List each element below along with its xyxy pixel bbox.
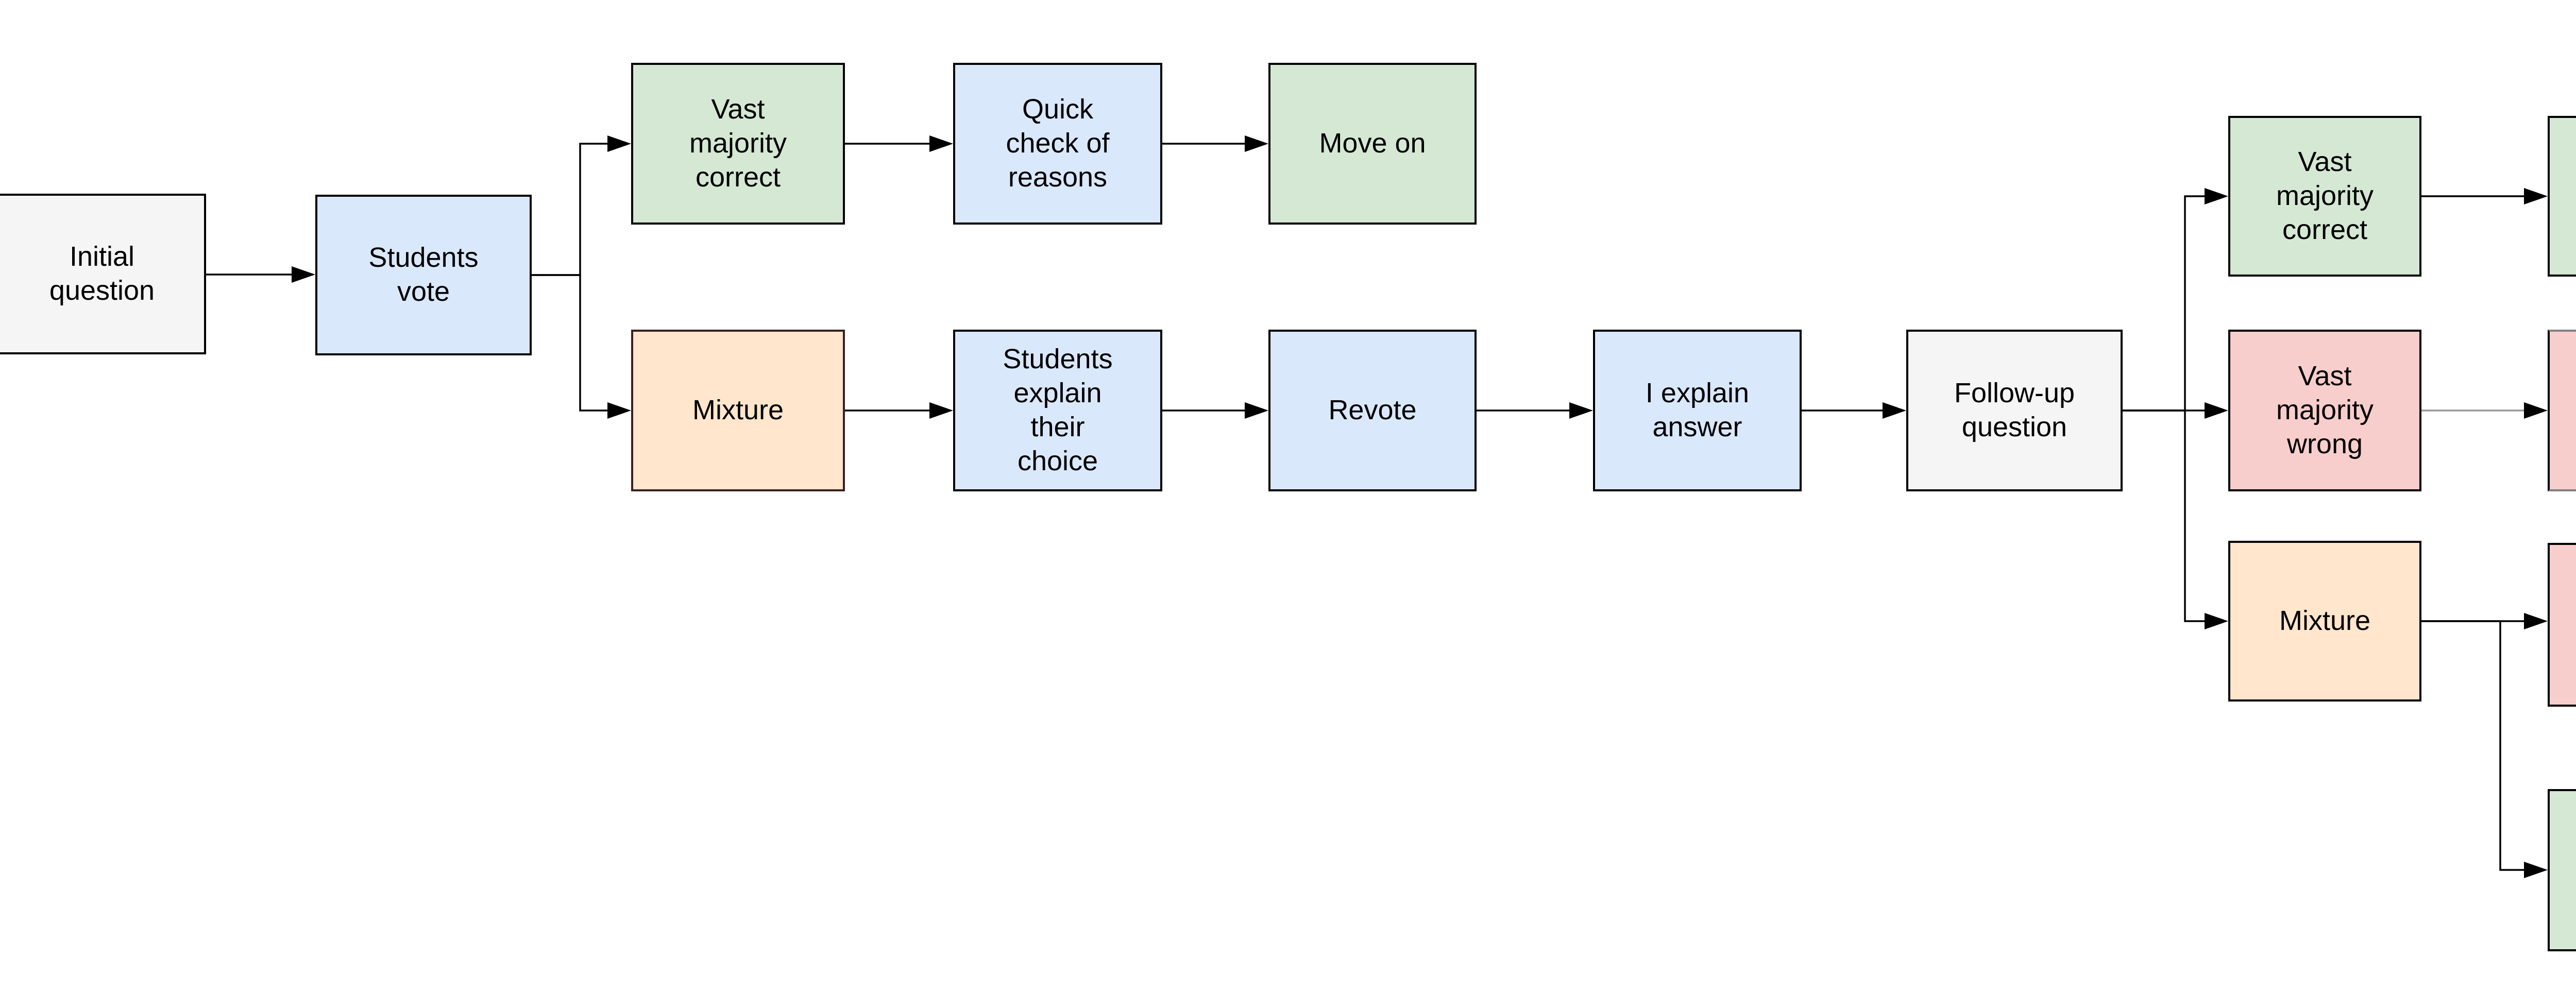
node-label: Vast majority correct — [689, 94, 787, 193]
node-quick-check-of-reasons: Quick check of reasons — [953, 63, 1162, 225]
edge-mixture2-to-extension — [2421, 620, 2527, 871]
arrowhead-vote-to-vast-majority-correct — [607, 135, 631, 152]
node-label: Move on — [1319, 128, 1426, 159]
arrowhead-explain-to-revote — [1245, 402, 1268, 419]
arrowhead-vmc-to-quick-check — [929, 135, 953, 152]
node-initial-question: Initial question — [0, 194, 206, 354]
node-students-explain-their-choice: Students explain their choice — [953, 330, 1162, 491]
node-vast-majority-wrong: Vast majority wrong — [2228, 330, 2421, 491]
arrowhead-vmc2-to-move-on — [2524, 188, 2548, 204]
node-label: Quick check of reasons — [1006, 94, 1110, 193]
node-label: Initial question — [49, 241, 155, 306]
arrowhead-vote-to-mixture — [607, 402, 631, 419]
edge-follow-up-to-mixture2 — [2123, 409, 2208, 622]
edge-follow-up-to-vmc2 — [2123, 195, 2208, 412]
node-revote: Revote — [1268, 330, 1477, 491]
node-label: Vast majority correct — [2276, 146, 2374, 245]
node-label: Students explain their choice — [1003, 344, 1113, 476]
node-label: Vast majority wrong — [2276, 361, 2374, 459]
node-i-explain-answer: I explain answer — [1593, 330, 1802, 491]
node-reteach: Reteach — [2548, 330, 2576, 491]
arrowhead-quick-check-to-move-on — [1245, 135, 1268, 152]
node-label: Mixture — [692, 395, 784, 426]
node-label: Mixture — [2279, 605, 2371, 637]
arrowhead-follow-up-to-vmc2 — [2205, 188, 2228, 204]
node-reteach-those-who-need-support: Reteach those who need support — [2548, 543, 2576, 707]
node-vast-majority-correct-right: Vast majority correct — [2228, 116, 2421, 277]
node-label: Follow-up question — [1954, 378, 2075, 442]
node-move-on-right: Move on — [2548, 116, 2576, 277]
arrowhead-follow-up-to-vast-majority-wrong — [2205, 402, 2228, 419]
arrowhead-i-explain-to-follow-up — [1883, 402, 1906, 419]
node-vast-majority-correct-top: Vast majority correct — [631, 63, 845, 225]
edge-vote-to-mixture — [532, 274, 611, 412]
arrowhead-mixture2-to-extension — [2524, 862, 2548, 878]
node-students-vote: Students vote — [315, 195, 532, 355]
node-move-on-top: Move on — [1268, 63, 1477, 225]
node-extension-prompt-for-others: Extension prompt for others — [2548, 789, 2576, 951]
arrowhead-wrong-to-reteach — [2524, 402, 2548, 419]
node-follow-up-question: Follow-up question — [1906, 330, 2123, 491]
arrowhead-initial-to-vote — [292, 266, 315, 283]
node-label: Students vote — [368, 242, 479, 307]
node-mixture-first: Mixture — [631, 330, 845, 491]
node-label: I explain answer — [1645, 378, 1750, 442]
node-mixture-follow-up: Mixture — [2228, 541, 2421, 702]
arrowhead-mixture2-to-reteach-support — [2524, 613, 2548, 629]
arrowhead-follow-up-to-mixture2 — [2205, 613, 2228, 629]
edge-vote-to-vast-majority-correct — [532, 143, 611, 276]
arrowhead-revote-to-i-explain — [1569, 402, 1593, 419]
node-label: Revote — [1328, 395, 1417, 426]
arrowhead-mixture-to-explain — [929, 402, 953, 419]
